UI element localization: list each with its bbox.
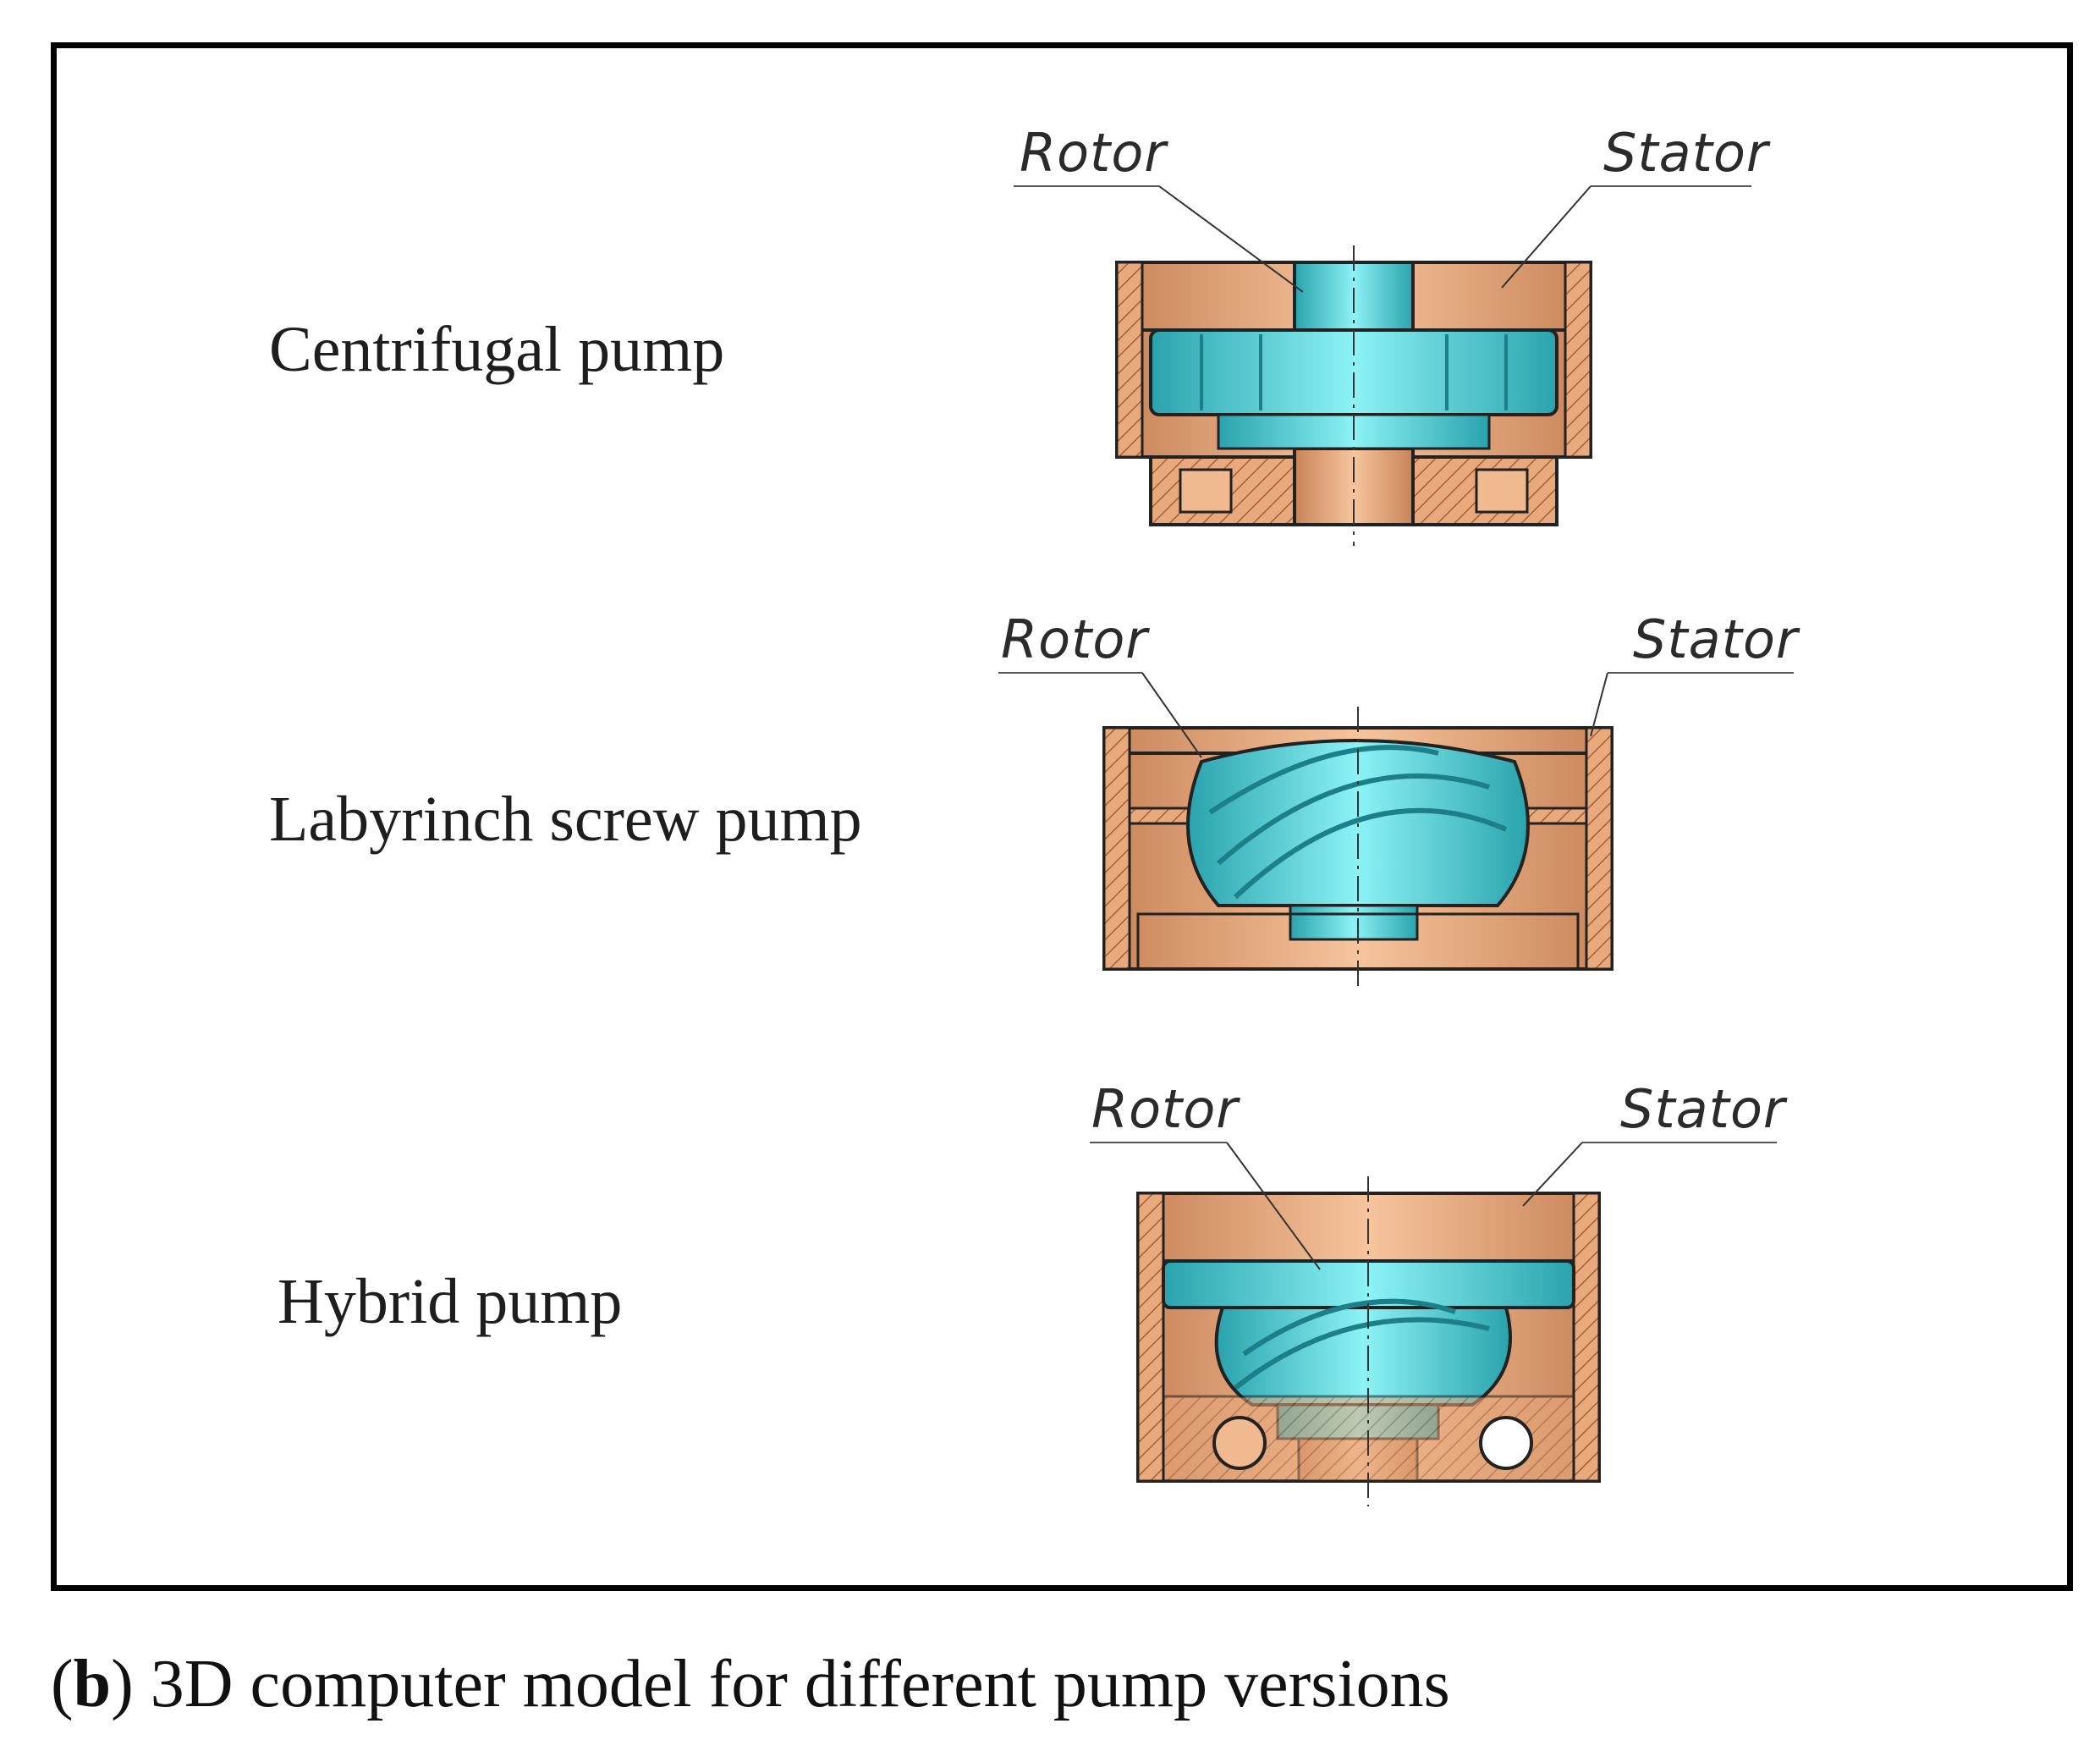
pump-label-centrifugal: Centrifugal pump (269, 314, 725, 385)
hybrid-volute-left (1212, 1416, 1267, 1470)
hybrid-stator-label: Stator (1620, 1078, 1786, 1140)
pump-label-hybrid: Hybrid pump (278, 1266, 623, 1337)
hybrid-volute-right (1479, 1416, 1533, 1470)
figure-frame (51, 42, 2073, 1591)
screw-rotor-hub (1289, 904, 1419, 941)
pump-label-screw: Labyrinch screw pump (269, 784, 862, 855)
screw-rotor-label: Rotor (1001, 608, 1148, 670)
centrifugal-stator-label: Stator (1603, 122, 1769, 184)
screw-stator-label: Stator (1633, 608, 1799, 670)
caption-letter: b (73, 1647, 112, 1721)
centrifugal-stator-right-wall (1564, 261, 1592, 459)
screw-stator-right-wall (1585, 726, 1613, 971)
hybrid-stator-left-wall (1136, 1192, 1165, 1483)
hybrid-pump-drawing (1090, 1142, 1777, 1506)
centrifugal-stator-cavity-left (1179, 468, 1233, 514)
screw-rotor-leader (1141, 672, 1202, 758)
hybrid-rotor-label: Rotor (1091, 1078, 1239, 1140)
screw-stator-left-wall (1102, 726, 1131, 971)
hybrid-rotor-leader (1226, 1142, 1321, 1270)
centrifugal-stator-left-wall (1115, 261, 1144, 459)
figure-caption: (b) 3D computer model for different pump… (51, 1647, 1450, 1721)
centrifugal-stator-cavity-right (1475, 468, 1529, 514)
centrifugal-pump-drawing (1014, 185, 1751, 546)
hybrid-stator-leader (1522, 1142, 1583, 1207)
screw-stator-leader (1590, 672, 1608, 737)
centrifugal-stator-leader (1501, 185, 1591, 289)
screw-pump-drawing (998, 672, 1794, 990)
caption-text: 3D computer model for different pump ver… (150, 1647, 1450, 1721)
centrifugal-rotor-label: Rotor (1020, 122, 1167, 184)
hybrid-stator-right-wall (1572, 1192, 1601, 1483)
centrifugal-rotor-leader (1158, 185, 1304, 293)
